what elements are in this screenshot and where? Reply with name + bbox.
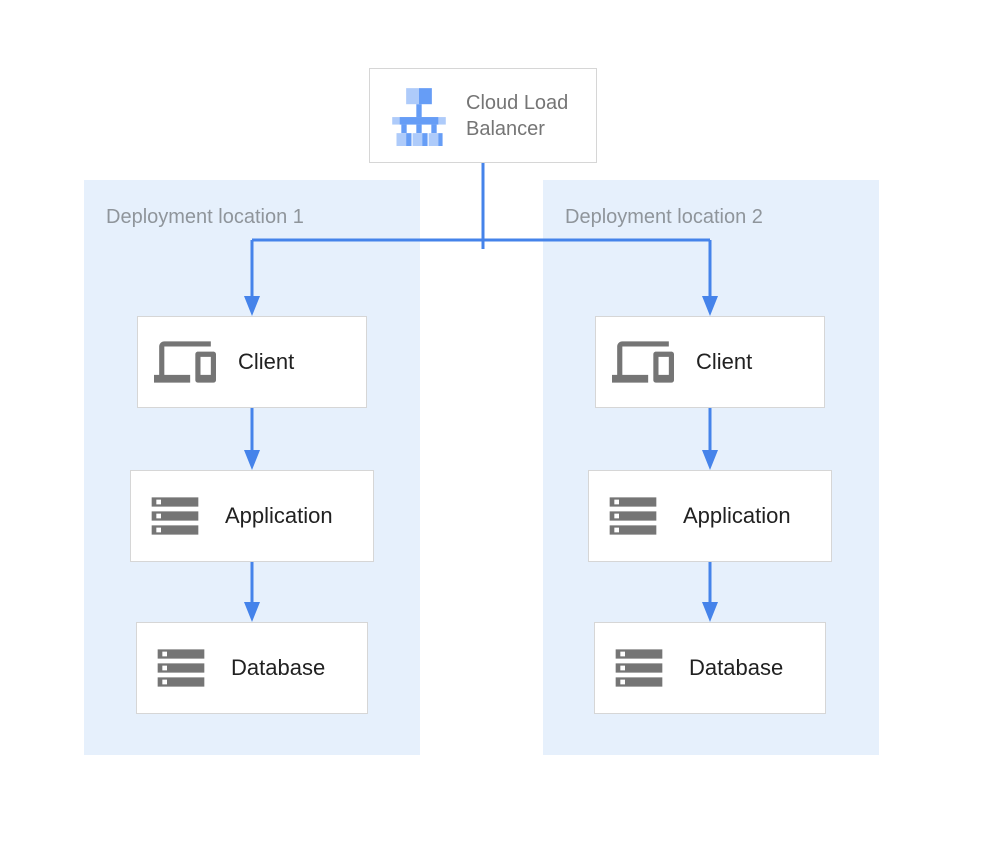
node-region2-application: Application (588, 470, 832, 562)
node-region1-client: Client (137, 316, 367, 408)
node-label: Client (238, 349, 295, 374)
node-region1-application: Application (130, 470, 374, 562)
server-stack-icon (605, 488, 661, 544)
node-region2-client: Client (595, 316, 825, 408)
server-stack-icon (147, 488, 203, 544)
cloud-load-balancer-node: Cloud Load Balancer (369, 68, 597, 163)
node-region2-database: Database (594, 622, 826, 714)
region-2-label: Deployment location 2 (565, 206, 763, 228)
region-1-label: Deployment location 1 (106, 206, 304, 228)
node-label: Database (689, 655, 784, 680)
load-balancer-label: Cloud Load Balancer (466, 91, 569, 140)
node-region1-database: Database (136, 622, 368, 714)
node-label: Application (683, 503, 791, 528)
node-label: Client (696, 349, 753, 374)
load-balancer-icon (389, 86, 449, 146)
devices-icon (154, 331, 216, 393)
server-stack-icon (153, 640, 209, 696)
node-label: Application (225, 503, 333, 528)
node-label: Database (231, 655, 326, 680)
server-stack-icon (611, 640, 667, 696)
devices-icon (612, 331, 674, 393)
